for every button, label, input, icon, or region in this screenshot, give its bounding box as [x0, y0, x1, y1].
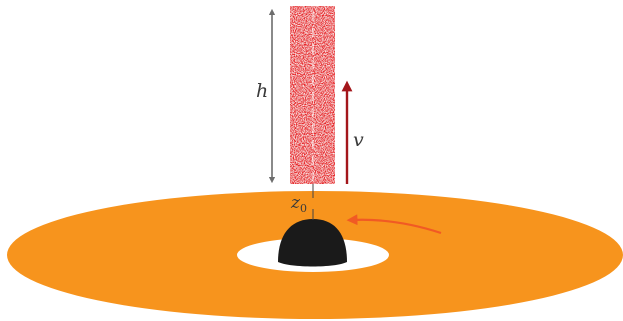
height-label: h — [256, 80, 268, 102]
black-hole — [278, 219, 347, 267]
accretion-disk — [7, 191, 623, 319]
velocity-label: v — [353, 129, 364, 151]
base-height-main: z — [290, 193, 301, 213]
base-height-subscript: 0 — [300, 202, 307, 215]
rotation-curved-arrow-icon — [346, 214, 442, 235]
base-height-label: z0 — [290, 193, 307, 215]
